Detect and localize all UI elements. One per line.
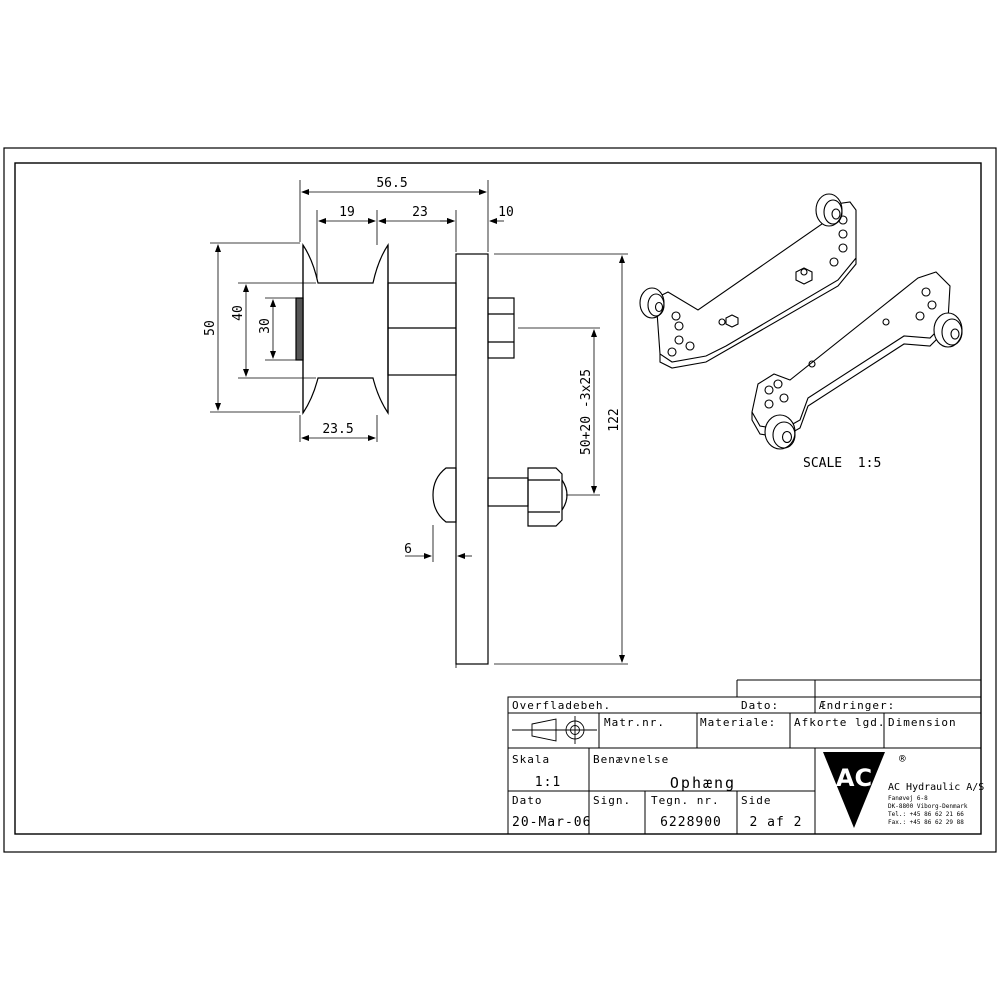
sheet-inner-border: [14, 162, 982, 835]
bracket-lower: [751, 271, 963, 450]
page-label: Side: [741, 794, 772, 807]
iso-scale-label: SCALE 1:5: [803, 456, 881, 471]
dim-wheel-to-plate: 23.5: [322, 422, 353, 437]
dim-plate-length: 122: [607, 408, 622, 431]
dim-overall-width: 56.5: [376, 176, 407, 191]
surface-label: Overfladebeh.: [512, 699, 611, 712]
upper-nut: [487, 297, 515, 359]
dim-wheel-width: 19: [339, 205, 355, 220]
dim-bolt-head-offset: 6: [404, 542, 412, 557]
date-value: 20-Mar-06: [512, 815, 591, 830]
cut-length-label: Afkorte lgd.: [794, 716, 885, 729]
material-no-label: Matr.nr.: [604, 716, 665, 729]
material-label: Materiale:: [700, 716, 776, 729]
dim-spacer: 23: [412, 205, 428, 220]
part-side-view: [295, 243, 568, 665]
bolt-shaft: [487, 477, 529, 507]
dim-rim-dia: 40: [231, 305, 246, 321]
page-value: 2 af 2: [750, 815, 803, 830]
company-phone: Tel.: +45 86 62 21 66: [888, 811, 964, 818]
name-label: Benævnelse: [593, 753, 669, 766]
dim-plate-thickness: 10: [498, 205, 514, 220]
sign-label: Sign.: [593, 794, 631, 807]
registered-mark: ®: [899, 752, 906, 765]
date-header: Dato:: [741, 699, 779, 712]
company-address2: DK-8800 Viborg-Denmark: [888, 803, 968, 810]
axle-shaft: [387, 282, 457, 376]
company-name: AC Hydraulic A/S: [888, 782, 984, 793]
changes-header: Ændringer:: [819, 699, 895, 712]
bolt-head: [432, 467, 457, 523]
drawing-no-label: Tegn. nr.: [651, 794, 720, 807]
dimension-lines: [215, 189, 625, 663]
company-logo-text: AC: [836, 764, 872, 792]
dim-bore-dia: 30: [258, 318, 273, 334]
isometric-bracket-view: [639, 193, 963, 450]
projection-symbol: [512, 716, 597, 744]
drawing-no-value: 6228900: [660, 815, 722, 830]
scale-label: Skala: [512, 753, 550, 766]
mounting-plate: [455, 253, 489, 665]
company-address1: Fanøvej 6-8: [888, 795, 928, 802]
scale-value: 1:1: [535, 775, 561, 790]
sheet-outer-border: [3, 147, 997, 853]
company-logo: AC: [823, 752, 885, 828]
title-block-frame: [507, 679, 982, 835]
dim-flange-dia: 50: [203, 320, 218, 336]
bracket-upper: [639, 193, 857, 369]
date-label: Dato: [512, 794, 543, 807]
guide-wheel: [295, 243, 389, 415]
name-value: Ophæng: [670, 774, 736, 792]
extension-lines: [210, 180, 628, 668]
lower-nut: [527, 467, 568, 527]
dim-hole-spacing: 50+20 -3x25: [579, 369, 594, 455]
company-fax: Fax.: +45 86 62 29 88: [888, 819, 964, 826]
dimension-label: Dimension: [888, 716, 957, 729]
